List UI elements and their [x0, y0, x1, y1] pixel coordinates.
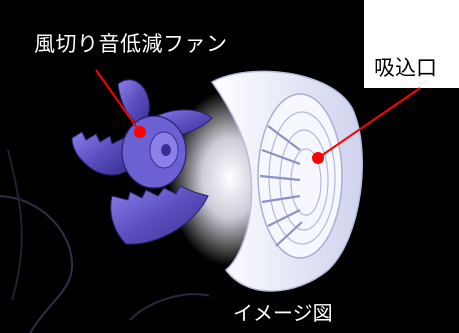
caption-background: [209, 295, 359, 333]
inlet-callout-line: [317, 87, 421, 159]
fan: [71, 79, 213, 245]
inlet-callout-dot: [312, 152, 324, 164]
fan-callout-dot: [134, 126, 146, 138]
image-caption: イメージ図: [233, 301, 333, 325]
housing-outline-2: [7, 149, 23, 301]
housing-outline-3: [129, 293, 211, 321]
inlet-label: 吸込口: [374, 56, 437, 80]
fan-callout-line: [95, 69, 141, 133]
air-inlet: [210, 70, 363, 292]
fan-label: 風切り音低減ファン: [34, 32, 228, 56]
housing-outline: [0, 195, 74, 333]
